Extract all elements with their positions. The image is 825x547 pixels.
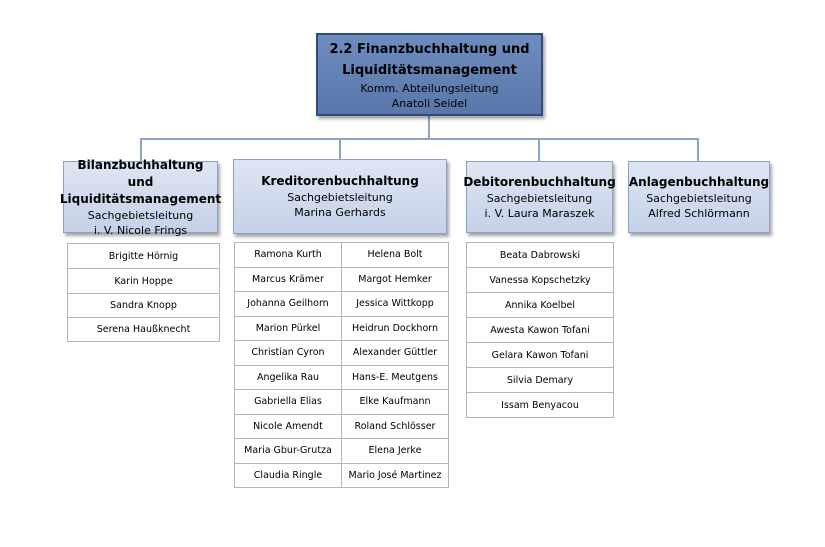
dept-anlagenbuchhaltung: Anlagenbuchhaltung Sachgebietsleitung Al… [628,161,770,233]
dept-title-line1: Anlagenbuchhaltung [628,174,770,189]
connector-dept-3 [538,138,540,161]
connector-dept-2 [339,138,341,159]
staff-name: Marion Pürkel [234,315,342,341]
staff-name: Nicole Amendt [234,413,342,439]
connector-dept-1 [140,138,142,161]
staff-name: Silvia Demary [466,367,614,393]
staff-name: Issam Benyacou [466,392,614,418]
head-person: Anatoli Seidel [391,96,468,110]
staff-name: Claudia Ringle [234,462,342,488]
dept-role: Sachgebietsleitung [646,191,752,205]
head-role: Komm. Abteilungsleitung [360,81,499,95]
staff-name: Margot Hemker [341,266,449,292]
dept-role: Sachgebietsleitung [287,191,393,204]
staff-name: Hans-E. Meutgens [341,364,449,390]
staff-name: Johanna Geilhorn [234,291,342,317]
head-title-line1: 2.2 Finanzbuchhaltung und [329,41,530,57]
staff-name: Gabriella Elias [234,389,342,415]
dept-bilanzbuchhaltung: Bilanzbuchhaltung und Liquiditätsmanagem… [59,158,222,237]
staff-name: Heidrun Dockhorn [341,315,449,341]
staff-name: Roland Schlösser [341,413,449,439]
dept-kreditorenbuchhaltung: Kreditorenbuchhaltung Sachgebietsleitung… [233,159,447,234]
staff-name: Awesta Kawon Tofani [466,317,614,343]
staff-name: Mario José Martinez [341,462,449,488]
staff-name: Serena Haußknecht [67,317,220,342]
staff-name: Elke Kaufmann [341,389,449,415]
dept-person: i. V. Nicole Frings [93,223,188,237]
staff-list-bilanzbuchhaltung: Brigitte Hörnig Karin Hoppe Sandra Knopp… [67,243,220,342]
staff-name: Helena Bolt [341,242,449,268]
staff-name: Sandra Knopp [67,293,220,318]
staff-name: Maria Gbur-Grutza [234,438,342,464]
staff-name: Marcus Krämer [234,266,342,292]
dept-title-line1: Debitorenbuchhaltung [463,174,616,189]
dept-person: i. V. Laura Maraszek [484,206,595,220]
dept-role: Sachgebietsleitung [486,191,593,205]
head-box: 2.2 Finanzbuchhaltung und Liquiditätsman… [316,33,543,116]
head-title-line2: Liquiditätsmanagement [342,62,517,78]
dept-role: Sachgebietsleitung [87,208,194,222]
connector-head-down [428,116,430,139]
connector-dept-4 [697,138,699,161]
staff-name: Christian Cyron [234,340,342,366]
staff-name: Vanessa Kopschetzky [466,267,614,293]
staff-name: Gelara Kawon Tofani [466,342,614,368]
staff-name: Jessica Wittkopp [341,291,449,317]
staff-name: Annika Koelbel [466,292,614,318]
staff-name: Ramona Kurth [234,242,342,268]
staff-name: Karin Hoppe [67,268,220,294]
dept-title-line2: Liquiditätsmanagement [59,191,222,206]
dept-debitorenbuchhaltung: Debitorenbuchhaltung Sachgebietsleitung … [463,161,616,233]
dept-person: Alfred Schlörmann [648,206,750,220]
dept-person: Marina Gerhards [294,206,386,219]
staff-name: Elena Jerke [341,438,449,464]
connector-horizontal [140,138,699,140]
staff-name: Brigitte Hörnig [67,243,220,269]
dept-title-line1: Bilanzbuchhaltung und [77,157,204,189]
staff-list-debitorenbuchhaltung: Beata Dabrowski Vanessa Kopschetzky Anni… [466,242,614,418]
staff-name: Beata Dabrowski [466,242,614,268]
staff-name: Alexander Güttler [341,340,449,366]
staff-name: Angelika Rau [234,364,342,390]
dept-title-line1: Kreditorenbuchhaltung [261,174,419,188]
